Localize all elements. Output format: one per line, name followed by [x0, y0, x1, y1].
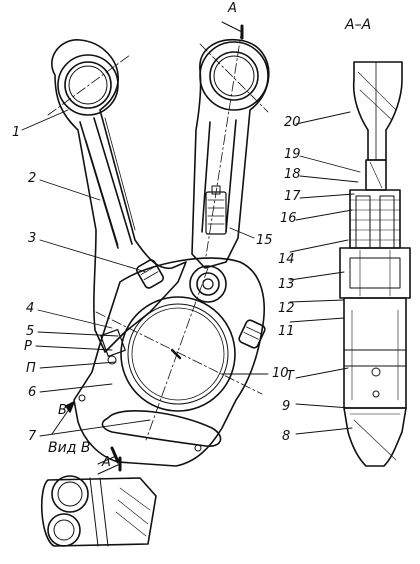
callout-9: 9: [282, 399, 291, 414]
callout-1: 1: [12, 125, 21, 140]
callout-20: 20: [284, 115, 301, 130]
callout-5: 5: [26, 324, 35, 339]
callout-6: 6: [28, 385, 37, 400]
section-a-a: [339, 61, 411, 467]
section-mark-bottom: А: [102, 455, 111, 470]
callout-pi: П: [26, 361, 36, 376]
callout-12: 12: [278, 301, 295, 316]
callout-15: 15: [256, 233, 273, 248]
callout-10: 10: [272, 366, 289, 381]
callout-11: 11: [278, 324, 295, 339]
leader-lines: [21, 109, 361, 437]
callout-8: 8: [282, 429, 291, 444]
section-mark-top: А: [228, 1, 237, 16]
callout-19: 19: [284, 147, 301, 162]
rod-left: [47, 39, 187, 353]
view-mark: В: [58, 403, 67, 418]
big-end-housing: [73, 257, 266, 467]
callout-t: Т: [286, 369, 294, 384]
callout-17: 17: [284, 189, 301, 204]
section-line-a: [97, 21, 244, 465]
callout-2: 2: [28, 171, 37, 186]
view-title: Вид В: [48, 440, 91, 456]
callout-16: 16: [280, 211, 297, 226]
callout-13: 13: [278, 277, 295, 292]
callout-14: 14: [278, 252, 295, 267]
callout-18: 18: [284, 167, 301, 182]
view-b: [40, 456, 157, 547]
callout-7: 7: [28, 429, 37, 444]
rod-right: [191, 27, 270, 269]
section-title: А–А: [345, 17, 372, 33]
callout-3: 3: [28, 231, 37, 246]
callout-4: 4: [26, 301, 35, 316]
view-b-arrow: [51, 401, 75, 435]
callout-p: Р: [24, 339, 32, 354]
